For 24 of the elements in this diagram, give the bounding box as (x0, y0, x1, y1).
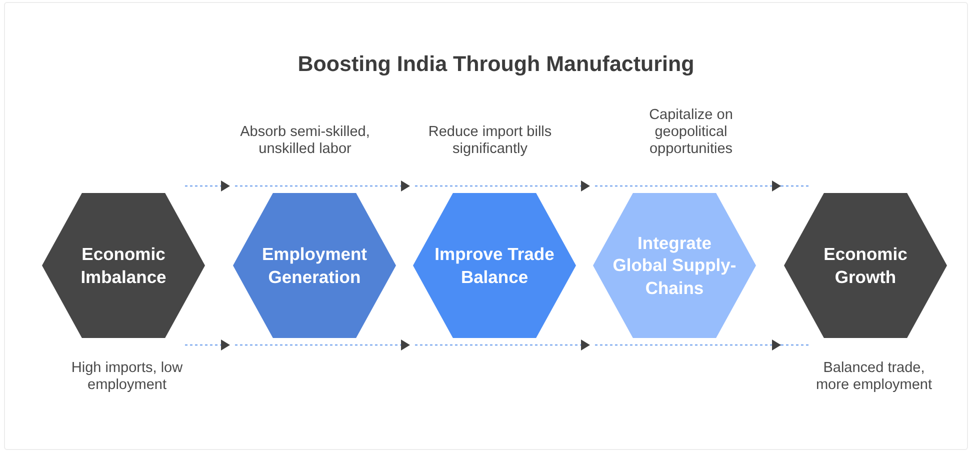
step-title: Employment Generation (260, 243, 368, 288)
step-note: Balanced trade, more employment (814, 360, 934, 394)
dotted-arrow (185, 340, 230, 350)
dotted-arrow (235, 340, 410, 350)
hexagon-step (593, 193, 756, 338)
dotted-arrow (595, 180, 781, 192)
dotted-arrow (235, 180, 410, 192)
step-title: Economic Imbalance (80, 243, 168, 288)
hexagon-step (784, 193, 947, 338)
dotted-arrow (415, 180, 590, 192)
dotted-arrow (185, 180, 230, 192)
hexagon-step (413, 193, 576, 338)
step-note: Absorb semi-skilled, unskilled labor (239, 124, 371, 158)
step-note: Reduce import bills significantly (427, 124, 553, 158)
step-title: Integrate Global Supply-Chains (612, 232, 738, 300)
hexagon-step (42, 193, 205, 338)
step-note: Capitalize on geopolitical opportunities (648, 107, 734, 158)
hexagon-step (233, 193, 396, 338)
step-note: High imports, low employment (70, 360, 184, 394)
step-title: Improve Trade Balance (434, 243, 556, 288)
step-title: Economic Growth (822, 243, 908, 288)
title: Boosting India Through Manufacturing (298, 51, 694, 77)
dotted-arrow (415, 340, 590, 350)
dotted-arrow (595, 340, 781, 350)
